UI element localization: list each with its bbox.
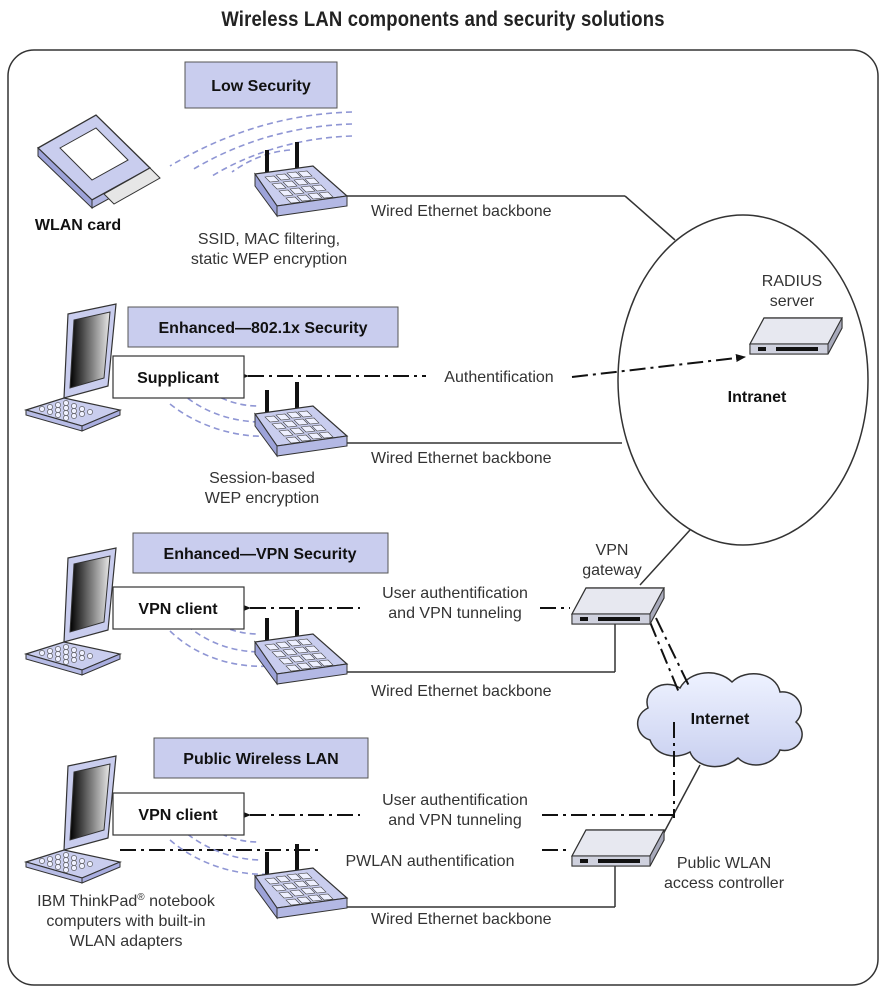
notebook-desc-line1: IBM ThinkPad® notebook [37, 892, 216, 910]
internet-label: Internet [691, 711, 750, 728]
low-security-header [184, 61, 338, 109]
public-wlan-label: Public Wireless LAN [183, 751, 338, 768]
access-point-icon [254, 843, 348, 919]
supplicant-label: Supplicant [137, 370, 219, 387]
vpn-client-box [112, 586, 245, 630]
enhanced-8021x-header [127, 306, 399, 348]
outer-frame [7, 49, 879, 986]
radius-label-line2: server [770, 293, 815, 310]
low-desc-line1: SSID, MAC filtering, [198, 231, 340, 248]
low-desc-line2: static WEP encryption [191, 251, 347, 268]
access-point-icon [254, 609, 348, 685]
vpn-gateway-icon [571, 587, 665, 625]
enhanced-vpn-header [132, 532, 389, 574]
laptop-icon [25, 755, 121, 884]
access-controller-icon [571, 829, 665, 867]
user-auth-line1: User authentification [382, 585, 528, 602]
internet-cloud [637, 672, 803, 768]
vpn-gateway-line1: VPN [596, 542, 629, 559]
vpn-client-label: VPN client [138, 601, 218, 618]
public-controller-line1: Public WLAN [677, 855, 771, 872]
user-auth-public-line1: User authentification [382, 792, 528, 809]
wlan-card-icon [36, 114, 161, 210]
laptop-icon [25, 303, 121, 432]
session-desc-line2: WEP encryption [205, 490, 319, 507]
notebook-desc-line2: computers with built-in [46, 913, 205, 930]
vpn-gateway-line2: gateway [582, 562, 642, 579]
access-point-icon [254, 141, 348, 217]
intranet-ellipse [617, 214, 869, 546]
backbone-label-1: Wired Ethernet backbone [371, 203, 552, 220]
public-controller-line2: access controller [664, 875, 785, 892]
pwlan-auth-label: PWLAN authentification [346, 853, 515, 870]
low-security-label: Low Security [211, 78, 311, 95]
wlan-card-label: WLAN card [35, 217, 121, 234]
intranet-label: Intranet [728, 389, 787, 406]
enhanced-vpn-label: Enhanced—VPN Security [164, 546, 357, 563]
radius-label-line1: RADIUS [762, 273, 822, 290]
backbone-label-3: Wired Ethernet backbone [371, 683, 552, 700]
public-wlan-header [153, 737, 369, 779]
enhanced-8021x-label: Enhanced—802.1x Security [159, 320, 368, 337]
vpn-client-label-public: VPN client [138, 807, 218, 824]
user-auth-line2: and VPN tunneling [388, 605, 521, 622]
session-desc-line1: Session-based [209, 470, 315, 487]
backbone-label-2: Wired Ethernet backbone [371, 450, 552, 467]
access-point-icon [254, 381, 348, 457]
diagram-title: Wireless LAN components and security sol… [221, 8, 665, 31]
laptop-icon [25, 547, 121, 676]
vpn-client-box-public [112, 792, 245, 836]
backbone-label-4: Wired Ethernet backbone [371, 911, 552, 928]
authentification-label: Authentification [444, 369, 553, 386]
user-auth-public-line2: and VPN tunneling [388, 812, 521, 829]
supplicant-box [112, 355, 245, 399]
radius-server-icon [749, 317, 843, 355]
notebook-desc-line3: WLAN adapters [70, 933, 183, 950]
